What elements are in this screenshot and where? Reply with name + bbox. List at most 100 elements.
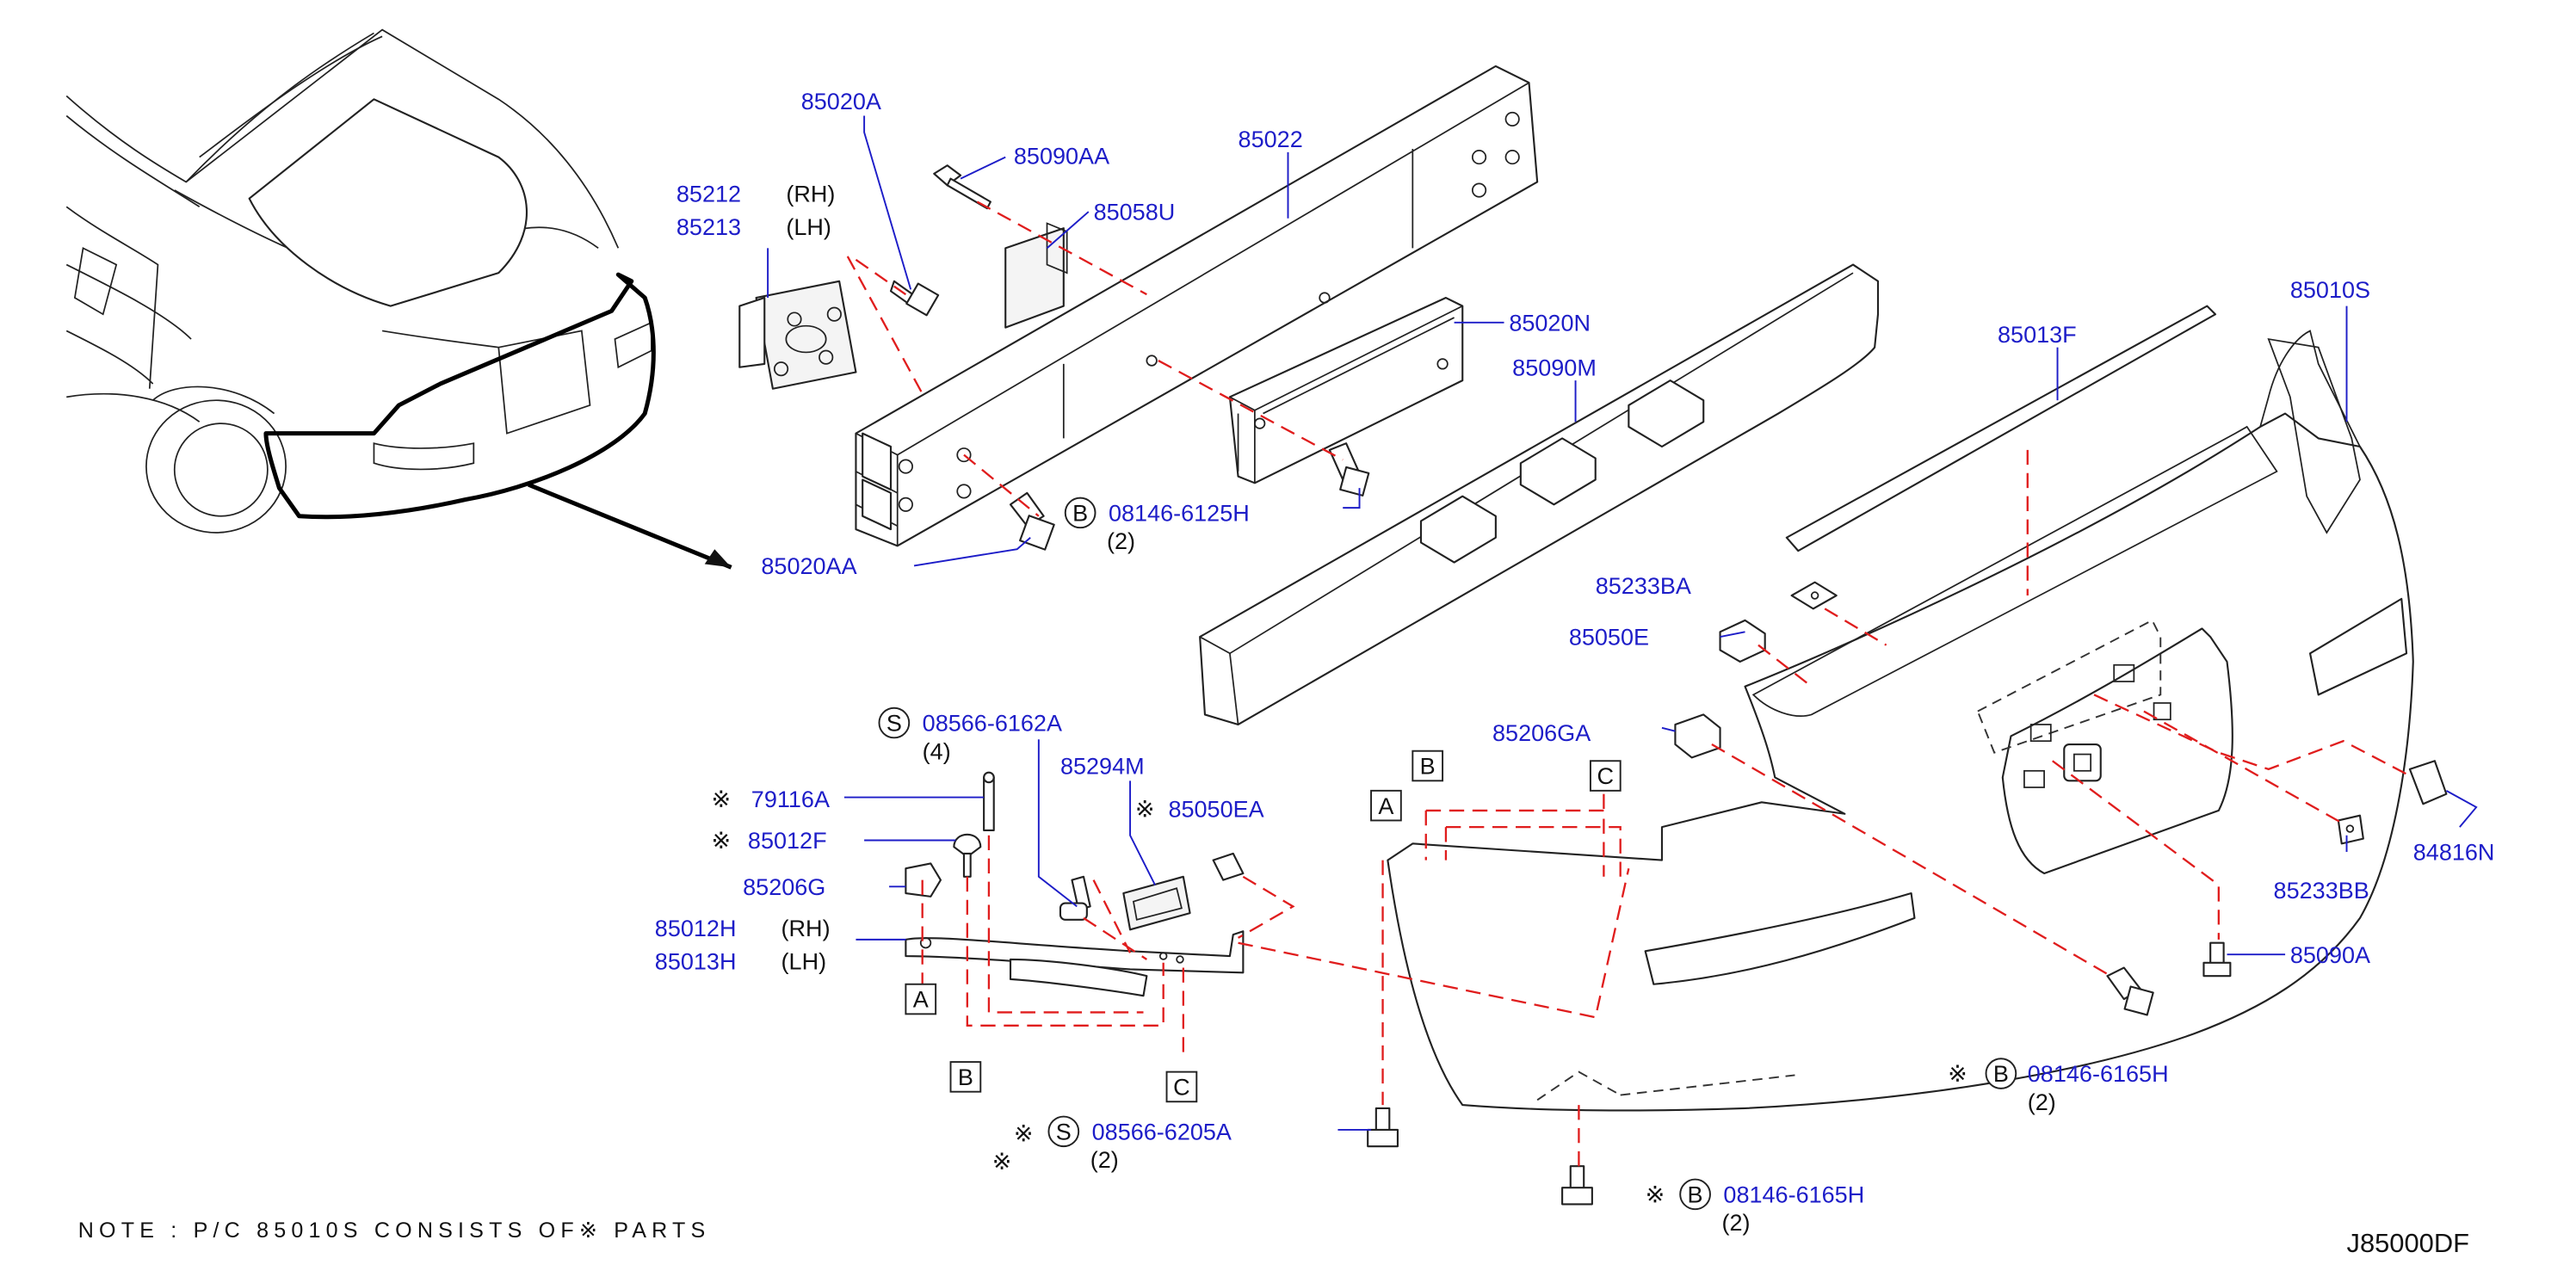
screw-85090A xyxy=(2202,941,2232,978)
plate-85058U xyxy=(1004,222,1068,329)
label-85206G: 85206G xyxy=(743,874,825,900)
upper-molding-85013F xyxy=(1785,305,2217,552)
cover-84816N xyxy=(2408,760,2448,805)
svg-text:B: B xyxy=(1420,754,1436,780)
svg-text:※: ※ xyxy=(1646,1182,1665,1208)
clip-85050E xyxy=(1719,619,1766,663)
bolt-08146-6165H-right xyxy=(2106,966,2154,1016)
label-85206GA: 85206GA xyxy=(1492,720,1591,746)
label-85020AA: 85020AA xyxy=(761,553,856,579)
label-08146-6125H-group: B 08146-6125H (2) xyxy=(1064,497,1250,554)
bolt-85020N xyxy=(1328,442,1370,497)
bolt-08146-6165H-bottom xyxy=(1561,1165,1593,1206)
svg-text:B: B xyxy=(1688,1182,1703,1208)
label-08146-6165H-right: 08146-6165H xyxy=(2028,1061,2169,1087)
label-85212: 85212 xyxy=(676,182,741,207)
svg-text:A: A xyxy=(1378,793,1393,819)
bolt-85020A xyxy=(889,280,940,317)
label-85050E: 85050E xyxy=(1569,625,1649,651)
label-79116A-group: ※ 79116A xyxy=(711,787,830,812)
ref-box-c-left: C xyxy=(1165,1070,1198,1103)
label-85012F-group: ※ 85012F xyxy=(711,828,826,854)
label-85012H-rh: (RH) xyxy=(781,916,831,941)
label-08566-6205A: 08566-6205A xyxy=(1092,1120,1232,1145)
label-08146-6125H: 08146-6125H xyxy=(1109,501,1250,527)
label-85090M: 85090M xyxy=(1512,355,1597,380)
label-85058U: 85058U xyxy=(1094,200,1176,225)
label-85050EA: 85050EA xyxy=(1168,797,1263,823)
svg-text:B: B xyxy=(1993,1061,2009,1087)
label-08566-6205A-group: ※ ※ S 08566-6205A (2) xyxy=(992,1115,1232,1175)
label-08146-6125H-qty: (2) xyxy=(1107,528,1135,554)
bolt-lower-left xyxy=(1367,1107,1399,1148)
diagram-code: J85000DF xyxy=(2347,1228,2469,1258)
energy-absorber-85090M xyxy=(1199,263,1880,726)
label-85213: 85213 xyxy=(676,214,741,240)
bolt-08146-6125H xyxy=(1009,491,1055,551)
label-85020A: 85020A xyxy=(801,89,881,114)
svg-text:※: ※ xyxy=(992,1149,1012,1175)
lower-bracket-85012H xyxy=(905,930,1245,997)
clip-85012F xyxy=(953,833,982,878)
label-08566-6162A-qty: (4) xyxy=(923,738,951,764)
bolt-85090AA xyxy=(933,164,991,210)
label-08566-6162A-group: S 08566-6162A (4) xyxy=(878,706,1062,764)
label-85022: 85022 xyxy=(1239,126,1303,152)
label-leader-lines xyxy=(767,115,2478,1131)
svg-text:※: ※ xyxy=(1014,1120,1034,1146)
svg-text:B: B xyxy=(1072,501,1088,527)
assembly-guide-lines xyxy=(846,200,2414,1167)
label-08146-6165H-bottom-qty: (2) xyxy=(1721,1210,1750,1236)
ref-box-c-right: C xyxy=(1589,760,1622,792)
footnote: NOTE : P/C 85010S CONSISTS OF※ PARTS xyxy=(78,1218,711,1243)
label-85010S: 85010S xyxy=(2290,277,2370,303)
rear-bumper-reinforcement xyxy=(855,65,1539,547)
label-85090A: 85090A xyxy=(2290,942,2370,968)
label-85050EA-group: ※ 85050EA xyxy=(1135,797,1264,823)
label-85013H-lh: (LH) xyxy=(781,949,827,975)
label-85213-lh: (LH) xyxy=(786,214,831,240)
label-08566-6205A-qty: (2) xyxy=(1090,1147,1119,1173)
label-08146-6165H-bottom: 08146-6165H xyxy=(1723,1182,1864,1208)
label-85233BA: 85233BA xyxy=(1596,573,1691,599)
clip-85233BB xyxy=(2337,814,2364,845)
pin-79116A xyxy=(983,771,995,832)
label-85012H: 85012H xyxy=(655,916,737,941)
ref-box-b-left: B xyxy=(949,1061,982,1093)
svg-text:C: C xyxy=(1173,1075,1190,1101)
svg-text:※: ※ xyxy=(711,787,731,812)
ref-box-a-left: A xyxy=(905,983,937,1015)
label-85013F: 85013F xyxy=(1998,322,2077,348)
screw-08566-6162A xyxy=(1059,875,1091,921)
socket-85050EA xyxy=(1212,852,1245,881)
svg-text:※: ※ xyxy=(1948,1061,1968,1087)
label-08146-6165H-right-group: ※ B 08146-6165H (2) xyxy=(1948,1058,2169,1115)
svg-text:S: S xyxy=(886,711,902,737)
label-85020N: 85020N xyxy=(1509,311,1591,336)
label-79116A: 79116A xyxy=(751,787,830,812)
bumper-side-bracket xyxy=(738,280,857,390)
label-08146-6165H-bottom-group: ※ B 08146-6165H (2) xyxy=(1646,1178,1864,1236)
svg-text:S: S xyxy=(1056,1120,1072,1145)
lamp-85294M xyxy=(1122,875,1191,931)
svg-text:B: B xyxy=(958,1064,973,1090)
label-85233BB: 85233BB xyxy=(2274,878,2369,904)
label-85090AA: 85090AA xyxy=(1014,143,1109,169)
bumper-fascia-85010S xyxy=(1387,330,2414,1112)
car-rear-thumbnail xyxy=(65,28,732,570)
label-84816N: 84816N xyxy=(2413,840,2495,866)
svg-text:A: A xyxy=(913,987,929,1013)
ref-box-b-right: B xyxy=(1412,750,1444,782)
label-85212-rh: (RH) xyxy=(786,182,835,207)
energy-absorber-85020N xyxy=(1228,296,1464,484)
svg-text:※: ※ xyxy=(1135,797,1155,823)
label-85294M: 85294M xyxy=(1060,754,1145,780)
svg-text:※: ※ xyxy=(711,828,731,854)
clip-85206GA xyxy=(1674,713,1721,759)
svg-text:C: C xyxy=(1597,763,1615,789)
label-85012F: 85012F xyxy=(748,828,827,854)
part-labels: 85020A 85090AA 85022 85212 (RH) 85213 (L… xyxy=(655,89,2495,1236)
clip-85233BA xyxy=(1790,581,1838,610)
label-85013H: 85013H xyxy=(655,949,737,975)
